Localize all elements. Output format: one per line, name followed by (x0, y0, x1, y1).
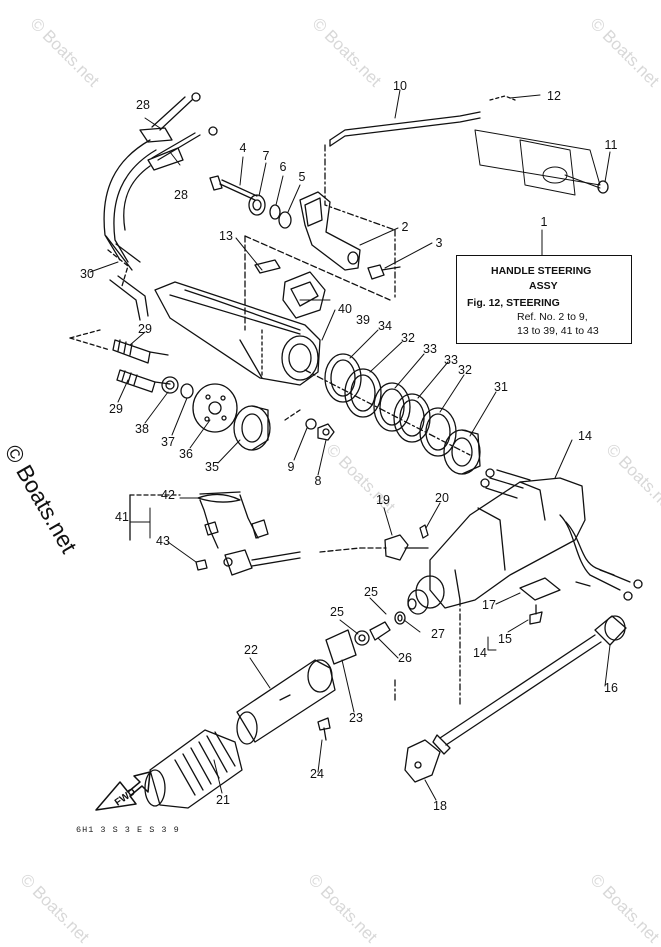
part-23 (325, 629, 357, 665)
callout-30: 30 (80, 267, 94, 281)
part-19-switch (319, 534, 429, 561)
callout-2: 2 (401, 220, 409, 234)
callout-26: 26 (398, 651, 412, 665)
callout-23: 23 (349, 711, 363, 725)
callout-32: 32 (458, 363, 472, 377)
callout-21: 21 (216, 793, 230, 807)
callout-38: 38 (135, 422, 149, 436)
callout-34: 34 (378, 319, 392, 333)
part-41-switch (223, 549, 301, 576)
callout-5: 5 (298, 170, 306, 184)
callout-33: 33 (423, 342, 437, 356)
callout-28: 28 (136, 98, 150, 112)
part-16-rod (432, 615, 627, 755)
title-line: ASSY (529, 280, 558, 292)
callout-41: 41 (115, 510, 129, 524)
part-4-bolt (209, 175, 258, 201)
callout-1: 1 (540, 215, 548, 229)
callout-10: 10 (393, 79, 407, 93)
title-line: Ref. No. 2 to 9, (517, 311, 588, 323)
callout-27: 27 (431, 627, 445, 641)
title-line: 13 to 39, 41 to 43 (517, 325, 599, 337)
part-22-throttle (236, 659, 336, 745)
callout-28: 28 (174, 188, 188, 202)
callout-39: 39 (356, 313, 370, 327)
part-35-seal (233, 405, 271, 451)
callout-14: 14 (578, 429, 592, 443)
upper-bracket (474, 129, 601, 196)
callout-11: 11 (604, 138, 618, 152)
callout-29: 29 (109, 402, 123, 416)
part-3-bolt (367, 264, 401, 280)
part-42-lanyard (197, 491, 269, 549)
callout-16: 16 (604, 681, 618, 695)
callout-20: 20 (435, 491, 449, 505)
callout-22: 22 (244, 643, 258, 657)
callout-35: 35 (205, 460, 219, 474)
title-line: HANDLE STEERING (491, 265, 592, 277)
callout-25: 25 (364, 585, 378, 599)
callout-8: 8 (314, 474, 322, 488)
callout-7: 7 (262, 149, 270, 163)
steering-arm (154, 281, 321, 386)
part-10-rod (329, 111, 481, 147)
callout-12: 12 (547, 89, 561, 103)
diagram-linework (69, 89, 643, 811)
callout-37: 37 (161, 435, 175, 449)
callout-36: 36 (179, 447, 193, 461)
callout-6: 6 (279, 160, 287, 174)
callout-31: 31 (494, 380, 508, 394)
callout-17: 17 (482, 598, 496, 612)
callout-40: 40 (338, 302, 352, 316)
callout-29: 29 (138, 322, 152, 336)
callout-15: 15 (498, 632, 512, 646)
part-28-cables (139, 92, 218, 171)
callout-24: 24 (310, 767, 324, 781)
callout-42: 42 (161, 488, 175, 502)
part-30-cable (103, 139, 157, 321)
part-2-lever (299, 191, 361, 271)
assembly-title-box: HANDLE STEERING ASSY Fig. 12, STEERING R… (456, 255, 632, 344)
part-14-handle (407, 468, 586, 615)
part-40 (282, 271, 326, 319)
callout-4: 4 (239, 141, 247, 155)
callout-43: 43 (156, 534, 170, 548)
callout-3: 3 (435, 236, 443, 250)
callout-19: 19 (376, 493, 390, 507)
callout-14: 14 (473, 646, 487, 660)
part-31-bushing (443, 429, 481, 475)
parts-diagram: © Boats.net © Boats.net © Boats.net © Bo… (0, 14, 661, 946)
callout-18: 18 (433, 799, 447, 813)
handle-cables (559, 514, 643, 601)
part-18-clip (404, 739, 441, 783)
drawing-code: 6H1 3 S 3 E S 3 9 (76, 825, 180, 835)
title-line: Fig. 12, STEERING (467, 297, 560, 309)
callout-13: 13 (219, 229, 233, 243)
callout-32: 32 (401, 331, 415, 345)
callout-25: 25 (330, 605, 344, 619)
part-36-plate (192, 383, 238, 433)
part-21-grip (144, 729, 243, 809)
callout-9: 9 (287, 460, 295, 474)
part-17-plate (519, 577, 561, 601)
callout-33: 33 (444, 353, 458, 367)
part-29-cable-ends (69, 329, 171, 393)
part-13 (254, 259, 281, 274)
